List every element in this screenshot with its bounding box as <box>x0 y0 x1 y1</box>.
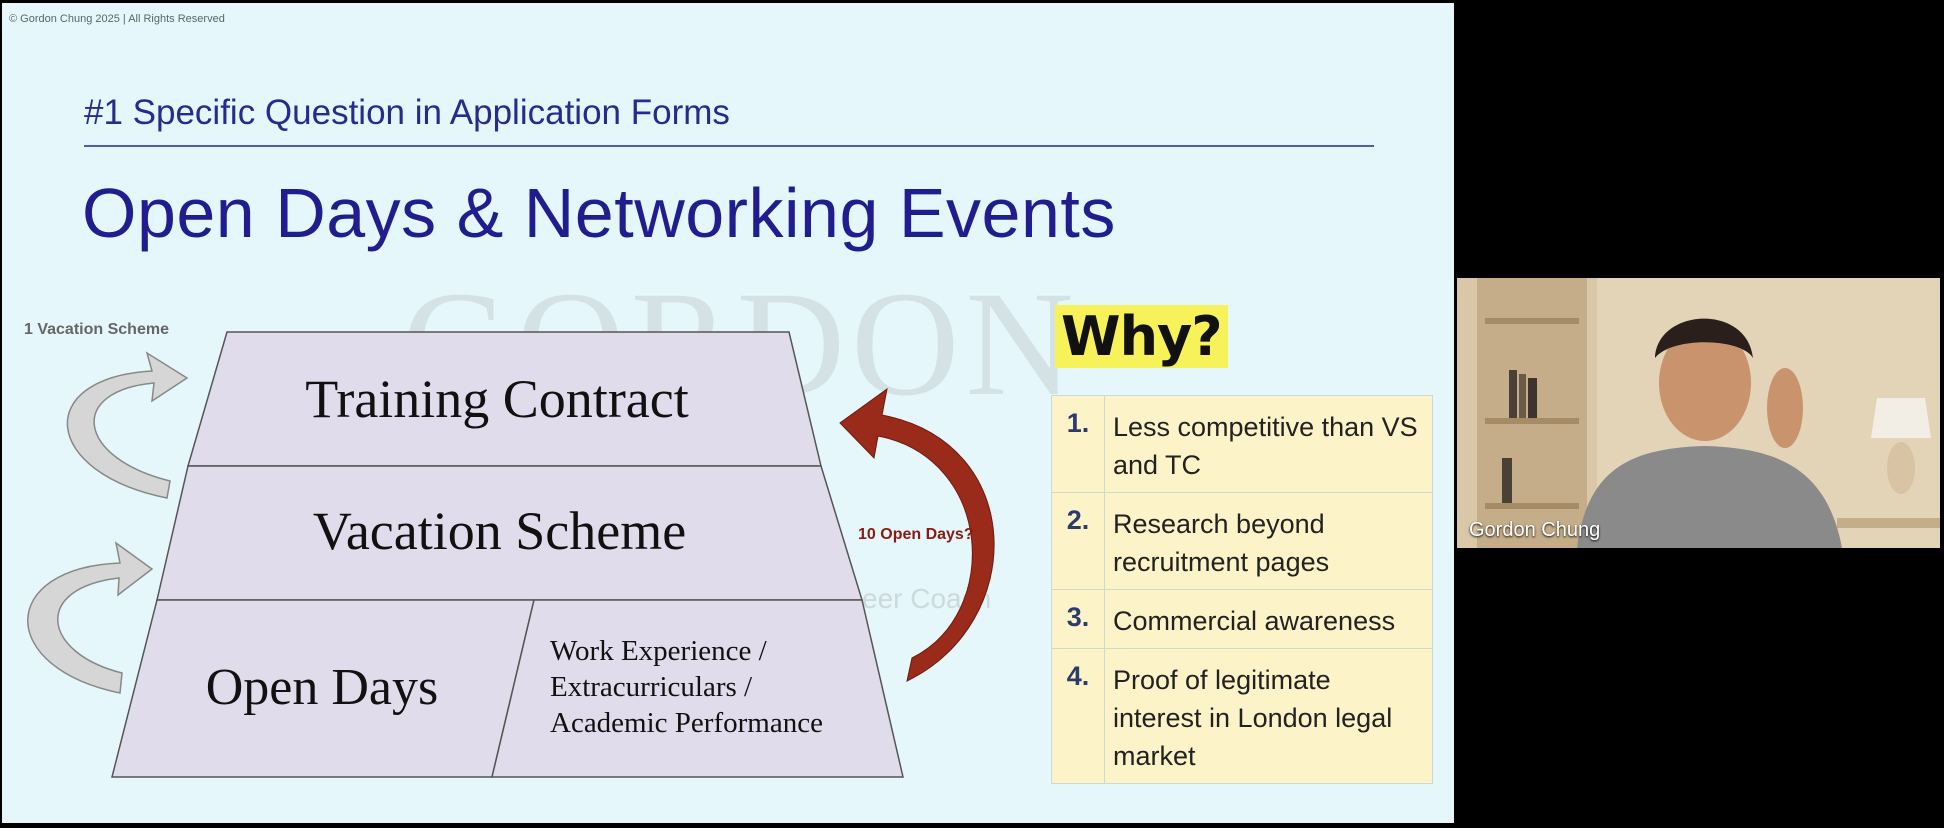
pyramid-label-top: Training Contract <box>305 369 689 429</box>
table-row: 1. Less competitive than VS and TC <box>1051 395 1433 493</box>
participant-name: Gordon Chung <box>1469 519 1601 541</box>
vacation-scheme-note: 1 Vacation Scheme <box>24 321 169 338</box>
grey-curved-arrow-upper <box>66 351 189 499</box>
pyramid-label-line: Academic Performance <box>550 707 823 739</box>
pyramid-label-middle: Vacation Scheme <box>312 501 687 561</box>
title-divider <box>84 145 1374 147</box>
row-number: 4. <box>1051 648 1105 784</box>
table-row: 2. Research beyond recruitment pages <box>1051 492 1433 590</box>
why-heading: Why? <box>1055 305 1228 368</box>
pyramid-label-bottom-right: Work Experience / Extracurriculars / Aca… <box>550 633 890 741</box>
red-curved-arrow <box>839 387 995 682</box>
row-text: Proof of legitimate interest in London l… <box>1104 648 1433 784</box>
row-text: Commercial awareness <box>1104 589 1433 649</box>
open-days-note: 10 Open Days? <box>858 526 974 543</box>
person-head <box>1659 325 1751 441</box>
slide-subtitle: #1 Specific Question in Application Form… <box>84 93 730 132</box>
pyramid-tier-bottom-right <box>491 599 904 778</box>
row-number: 1. <box>1051 395 1105 493</box>
row-number: 3. <box>1051 589 1105 649</box>
row-text: Less competitive than VS and TC <box>1104 395 1433 493</box>
why-table: 1. Less competitive than VS and TC 2. Re… <box>1051 395 1433 784</box>
pyramid-label-line: Extracurriculars / <box>550 671 753 703</box>
pyramid-diagram <box>27 331 995 778</box>
copyright-text: © Gordon Chung 2025 | All Rights Reserve… <box>9 13 225 25</box>
pyramid-label-bottom-left: Open Days <box>205 659 439 716</box>
grey-curved-arrow-lower <box>27 541 154 694</box>
presentation-slide: © Gordon Chung 2025 | All Rights Reserve… <box>2 3 1454 823</box>
row-text: Research beyond recruitment pages <box>1104 492 1433 590</box>
table-row: 4. Proof of legitimate interest in Londo… <box>1051 648 1433 784</box>
person-body <box>1577 446 1842 548</box>
video-feed <box>1457 278 1940 548</box>
slide-title: Open Days & Networking Events <box>82 174 1116 252</box>
participant-video-tile[interactable]: Gordon Chung <box>1457 278 1940 548</box>
table-row: 3. Commercial awareness <box>1051 589 1433 649</box>
person-hand <box>1767 368 1803 448</box>
lamp <box>1871 398 1931 438</box>
pyramid-label-line: Work Experience / <box>550 635 767 667</box>
row-number: 2. <box>1051 492 1105 590</box>
